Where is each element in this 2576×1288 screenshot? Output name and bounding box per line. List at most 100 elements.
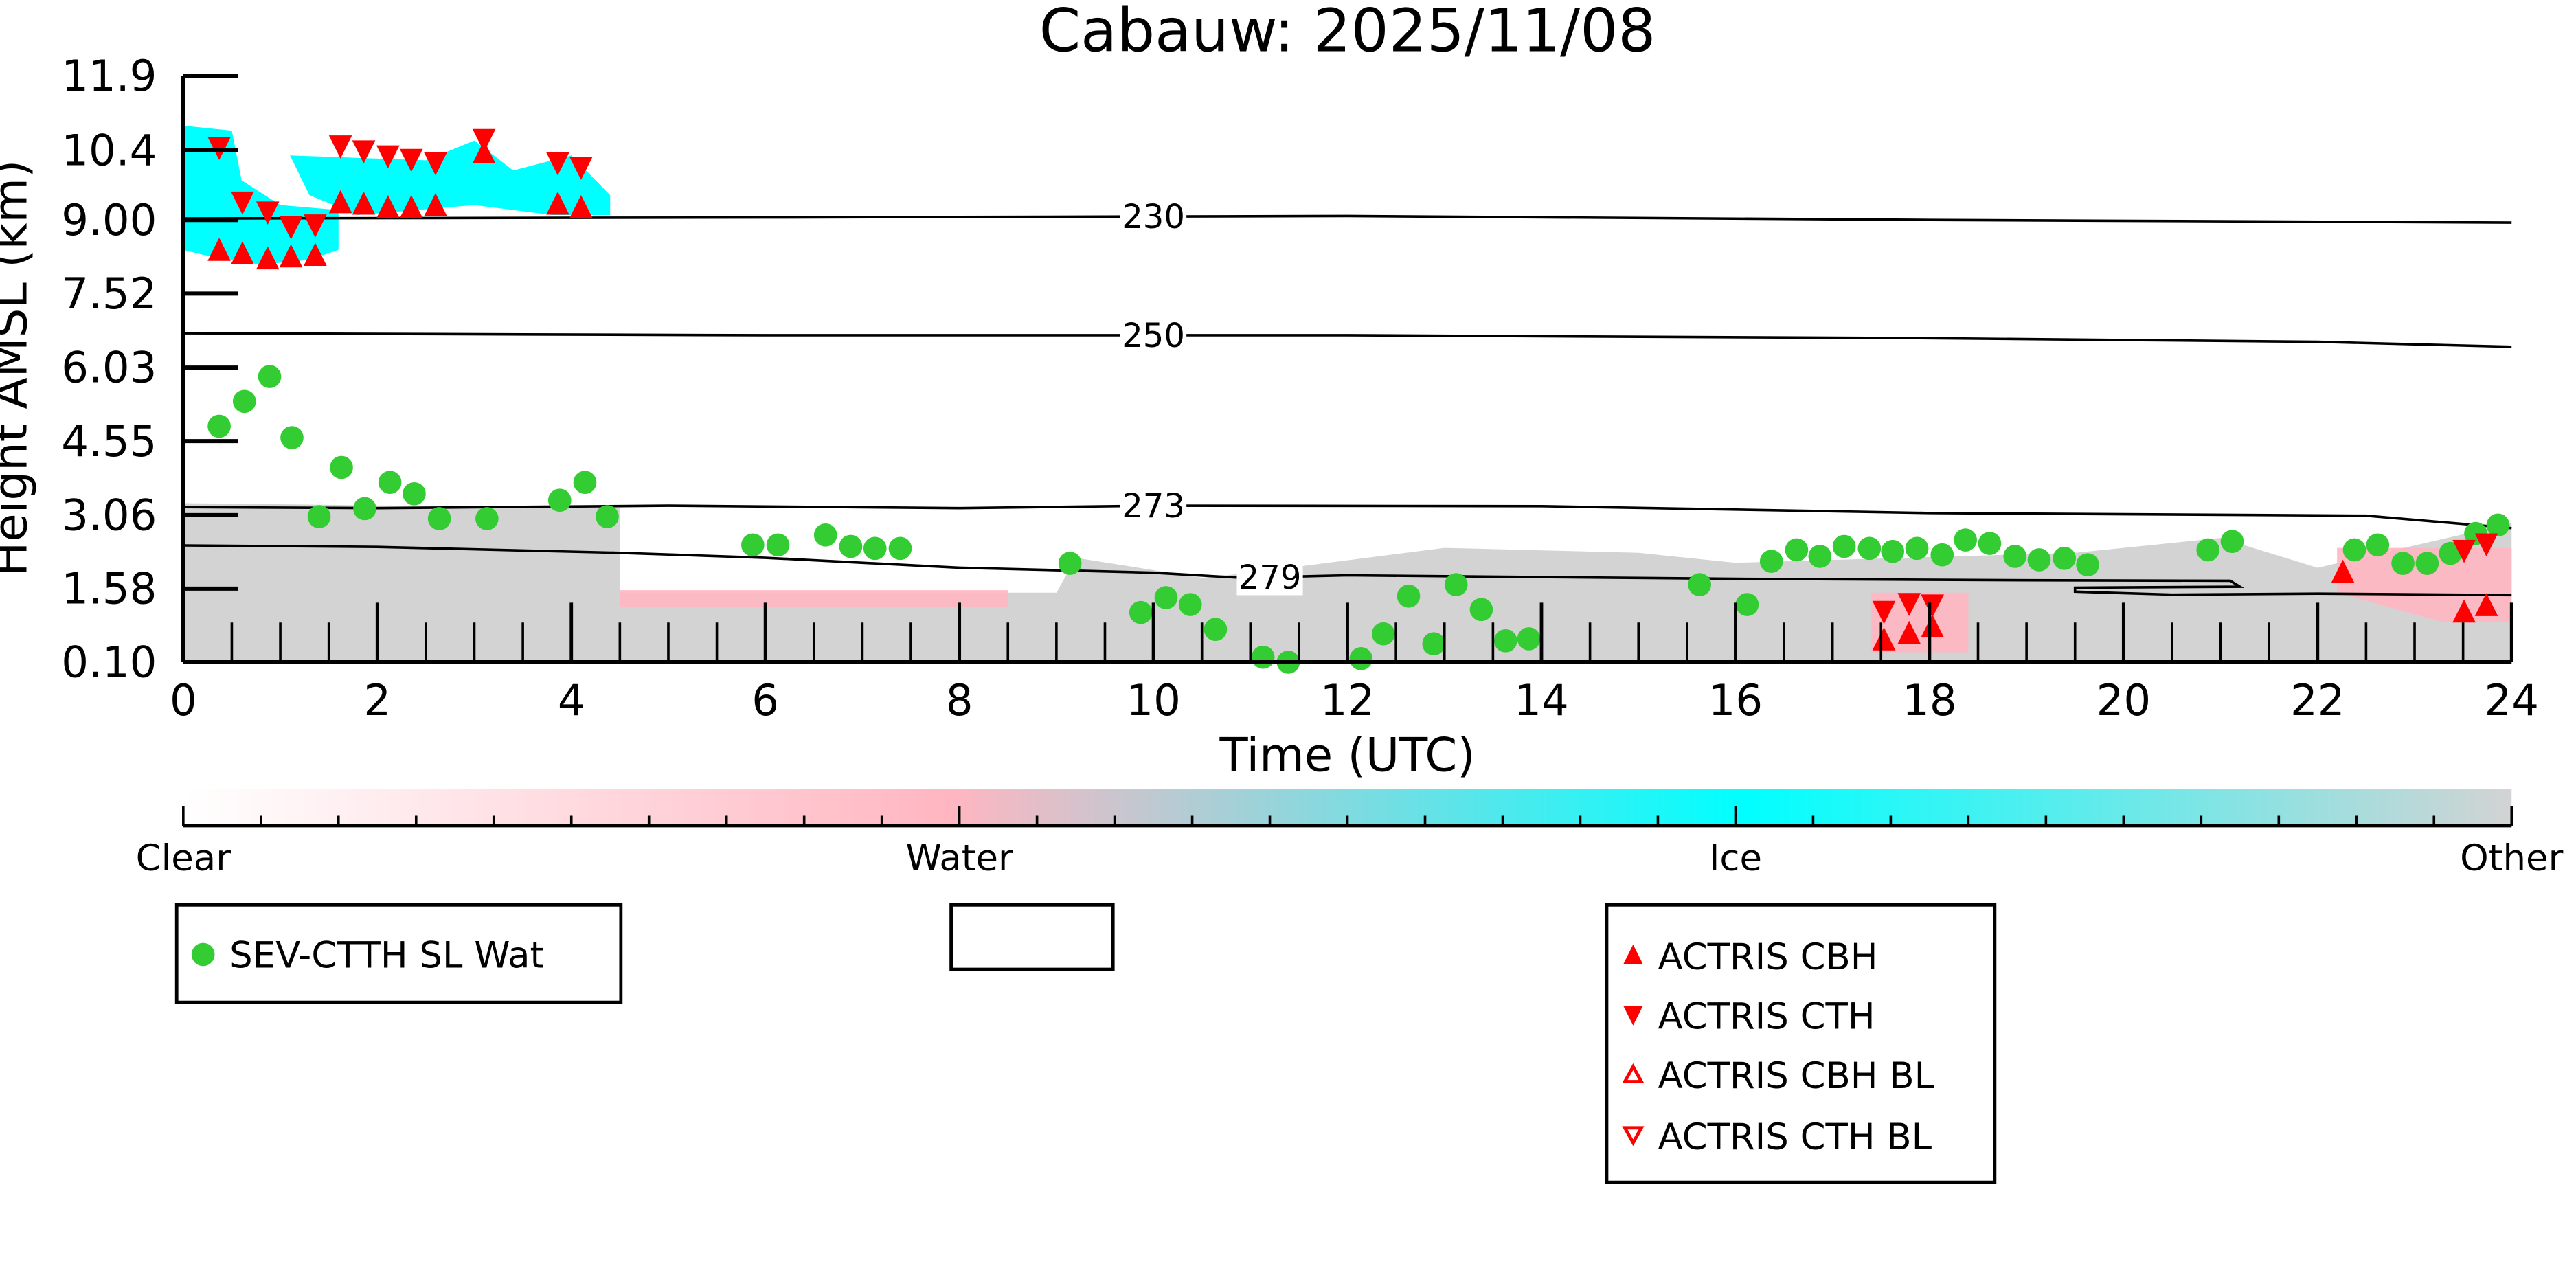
legend-marker-triangle-down [1623, 1005, 1643, 1026]
actris-cth-point [546, 152, 569, 176]
actris-cth-point [279, 216, 303, 240]
actris-cth-point [399, 148, 423, 172]
colorbar-label: Clear [136, 837, 231, 879]
actris-cth-point [328, 135, 352, 159]
actris-cbh-point [376, 194, 400, 218]
legend-marker-triangle-down-open [1622, 1126, 1645, 1146]
y-tick-label: 0.10 [61, 637, 157, 688]
other-region [183, 503, 620, 662]
sev-ctth-point [2415, 552, 2439, 575]
sev-ctth-point [2486, 513, 2510, 537]
sev-ctth-point [232, 389, 256, 414]
sev-ctth-point [353, 497, 376, 521]
isotherm-label-bg [1120, 317, 1187, 354]
chart-title: Cabauw: 2025/11/08 [1039, 0, 1656, 66]
legend-marker-green-circle [191, 942, 215, 967]
sev-ctth-point [1129, 600, 1153, 624]
x-tick-label: 18 [1902, 675, 1957, 725]
sev-ctth-point [1517, 627, 1541, 651]
sev-ctth-point [1422, 632, 1446, 656]
sev-ctth-point [307, 505, 331, 528]
actris-cbh-point [352, 191, 376, 215]
actris-cbh-point [207, 238, 231, 261]
x-tick-label: 22 [2290, 675, 2345, 725]
sev-ctth-point [1881, 539, 1905, 563]
sev-ctth-point [1371, 622, 1395, 646]
sev-ctth-point [475, 507, 499, 530]
actris-cth-point [2474, 533, 2498, 557]
x-tick-label: 4 [558, 675, 585, 725]
sev-ctth-point [2196, 538, 2220, 562]
sev-ctth-point [258, 365, 282, 388]
x-tick-label: 16 [1708, 675, 1763, 725]
sev-ctth-point [888, 536, 912, 561]
sev-ctth-point [427, 507, 451, 530]
actris-cbh-point [399, 194, 423, 218]
legend-label: SEV-CTTH SL Wat [229, 935, 544, 977]
sev-ctth-point [1832, 534, 1856, 558]
isotherm-label-bg [1120, 198, 1187, 235]
sev-ctth-point [741, 533, 765, 557]
sev-ctth-point [1905, 536, 1929, 561]
actris-cbh-point [279, 244, 303, 268]
colorbar-label: Ice [1709, 837, 1762, 879]
sev-ctth-point [1251, 645, 1275, 669]
isotherm-line [183, 332, 2512, 348]
x-tick-label: 20 [2097, 675, 2151, 725]
sev-ctth-point [1735, 593, 1759, 616]
ice-region [183, 125, 339, 265]
sev-ctth-point [547, 488, 572, 512]
actris-cth-point [376, 145, 400, 169]
isotherm-label: 230 [1122, 198, 1185, 236]
data-points-layer [207, 128, 2510, 674]
sev-ctth-point [1688, 573, 1712, 596]
actris-cbh-point [304, 242, 327, 267]
x-tick-label: 10 [1126, 675, 1181, 725]
actris-cth-point [424, 152, 447, 176]
x-tick-label: 2 [363, 675, 391, 725]
actris-cbh-point [328, 190, 352, 214]
isotherm-line [183, 544, 2512, 597]
y-tick-label: 11.9 [61, 51, 157, 101]
actris-cbh-point [546, 191, 569, 215]
actris-cth-point [231, 191, 254, 215]
legend-box [1605, 903, 1997, 1184]
legend-marker-triangle-up-open [1622, 1063, 1645, 1083]
x-tick-label: 6 [752, 675, 779, 725]
actris-cth-point [1872, 600, 1896, 624]
legend-label: ACTRIS CBH [1658, 936, 1877, 978]
sev-ctth-point [573, 471, 597, 494]
colorbar-label: Water [905, 837, 1013, 879]
sev-ctth-point [1785, 538, 1809, 562]
sev-ctth-point [1444, 573, 1468, 596]
water-region [2337, 547, 2512, 623]
sev-ctth-point [1759, 550, 1783, 573]
sev-ctth-point [1808, 545, 1832, 568]
actris-cth-point [1897, 593, 1921, 616]
sev-ctth-point [280, 426, 304, 449]
isotherm-label-bg [1120, 487, 1187, 524]
x-tick-label: 0 [170, 675, 197, 725]
legend-label: ACTRIS CTH [1658, 996, 1875, 1038]
sev-ctth-point [403, 482, 426, 506]
y-tick-label: 1.58 [61, 564, 157, 614]
sev-ctth-point [1469, 598, 1493, 622]
sev-ctth-point [1978, 532, 2002, 555]
isotherm-label: 273 [1122, 487, 1185, 526]
legend-box [174, 903, 623, 1004]
sev-ctth-point [2439, 541, 2463, 565]
y-tick-label: 10.4 [61, 126, 157, 176]
isotherm-label-bg [1236, 558, 1303, 596]
actris-cbh-point [1872, 627, 1896, 651]
sev-ctth-point [2053, 546, 2077, 570]
sev-ctth-point [863, 536, 887, 561]
sev-ctth-point [766, 533, 790, 557]
isotherm-label: 279 [1239, 558, 1302, 597]
sev-ctth-point [207, 414, 231, 438]
sev-ctth-point [2003, 545, 2026, 568]
actris-cth-point [472, 128, 496, 152]
sev-ctth-point [1857, 536, 1882, 561]
